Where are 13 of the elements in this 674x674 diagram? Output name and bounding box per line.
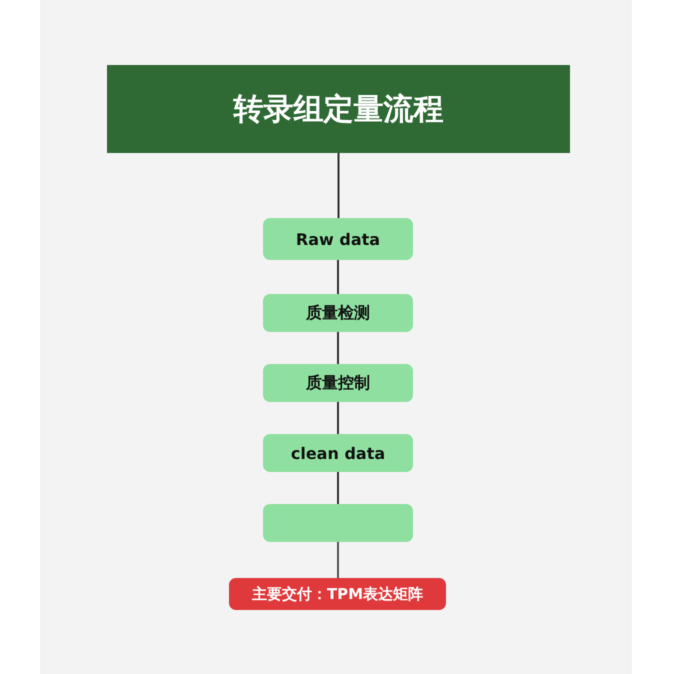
process-box: 质量控制 [263,364,413,402]
title-banner: 转录组定量流程 [107,65,570,153]
connector-line [337,260,339,294]
process-box: clean data [263,434,413,472]
connector-line [338,153,340,218]
process-box: 质量检测 [263,294,413,332]
process-box [263,504,413,542]
process-box: Raw data [263,218,413,260]
connector-line [337,472,339,504]
connector-line [337,332,339,364]
connector-line [337,402,339,434]
result-box: 主要交付：TPM表达矩阵 [229,578,446,610]
connector-line [337,542,339,578]
